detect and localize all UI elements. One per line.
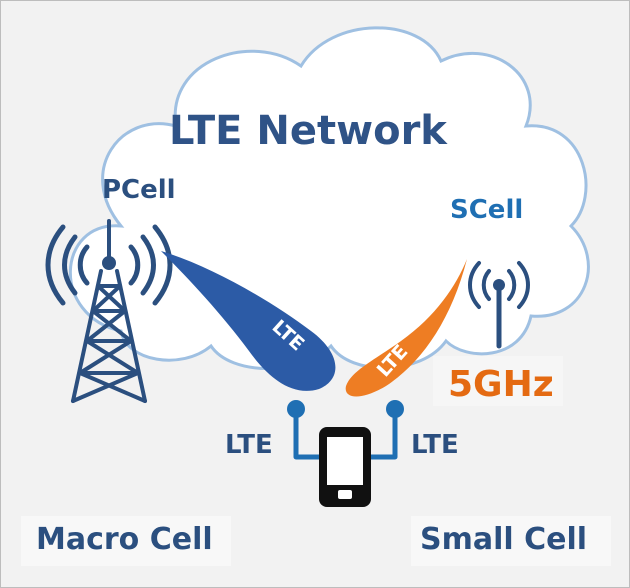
pcell-label: PCell <box>102 175 176 205</box>
device-left-link-label: LTE <box>225 430 273 460</box>
frequency-label: 5GHz <box>448 364 554 405</box>
small-cell-label-panel <box>411 516 611 566</box>
device-right-link-label: LTE <box>411 430 459 460</box>
left-link-node <box>287 400 305 418</box>
cell-tower-icon <box>45 219 173 403</box>
right-link-node <box>386 400 404 418</box>
macro-cell-label-panel <box>21 516 231 566</box>
device-link-lines <box>293 406 398 460</box>
scell-label: SCell <box>450 195 524 225</box>
frequency-label-panel <box>433 356 563 406</box>
small-cell-label: Small Cell <box>420 522 588 557</box>
network-title: LTE Network <box>169 108 447 154</box>
smartphone-icon <box>319 427 371 507</box>
macro-cell-label: Macro Cell <box>36 522 213 557</box>
antenna-icon <box>468 261 530 349</box>
